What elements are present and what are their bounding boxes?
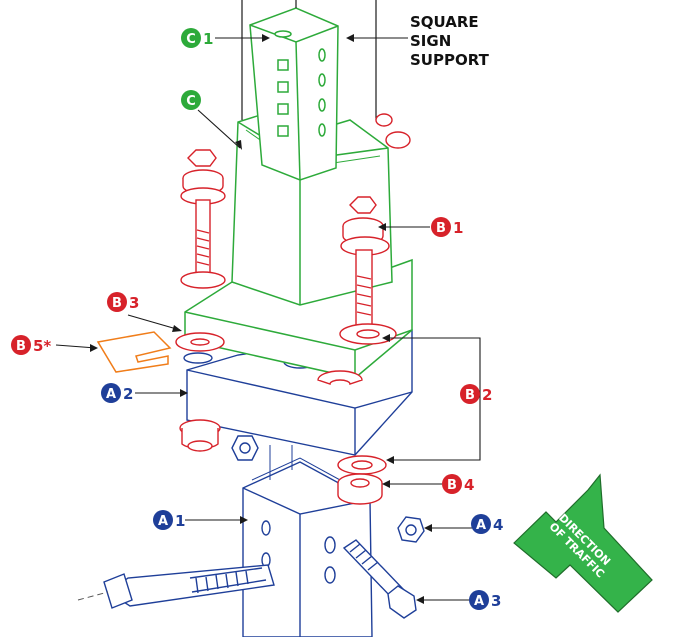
svg-text:A: A (476, 518, 486, 533)
callout-a4: A 4 (471, 514, 503, 534)
callout-b1: B 1 (431, 217, 463, 237)
lower-nut-stack-left (179, 419, 221, 452)
svg-text:B: B (465, 388, 475, 403)
square-sign-support-post (249, 7, 339, 181)
svg-text:C: C (186, 32, 196, 47)
svg-text:3: 3 (129, 294, 139, 312)
b1-bolt-left (180, 149, 226, 289)
svg-text:A: A (106, 387, 116, 402)
title-line-2: SIGN (410, 32, 451, 50)
b4-washer-nut (337, 455, 387, 505)
b1-bolt-right (339, 196, 397, 345)
svg-text:1: 1 (203, 30, 213, 48)
svg-text:B: B (16, 339, 26, 354)
callout-b3: B 3 (107, 292, 139, 312)
a3-bolt-right (342, 539, 417, 619)
title-line-3: SUPPORT (410, 51, 490, 69)
leader-lines (55, 37, 481, 601)
svg-text:C: C (186, 94, 196, 109)
direction-of-traffic-arrow: DIRECTION OF TRAFFIC (513, 473, 653, 613)
b3-slotted-washers (175, 113, 411, 385)
a3-hinge-bolt (103, 564, 275, 609)
a4-hex-nut (231, 435, 425, 543)
svg-text:2: 2 (123, 385, 133, 403)
callout-a2: A 2 (101, 383, 133, 403)
bolt-centerline (77, 591, 109, 601)
callout-a3: A 3 (469, 590, 501, 610)
svg-text:A: A (474, 594, 484, 609)
svg-text:5*: 5* (33, 337, 51, 355)
svg-text:1: 1 (453, 219, 463, 237)
leader-arrowheads (90, 34, 432, 604)
callout-c: C (181, 90, 201, 110)
upper-post-outline (241, 0, 377, 120)
diagram-title: SQUARE SIGN SUPPORT (410, 13, 490, 69)
svg-text:3: 3 (491, 592, 501, 610)
callout-a1: A 1 (153, 510, 185, 530)
svg-text:B: B (436, 221, 446, 236)
svg-text:4: 4 (493, 516, 503, 534)
svg-text:2: 2 (482, 386, 492, 404)
svg-text:B: B (112, 296, 122, 311)
callout-b5: B 5* (11, 335, 51, 355)
b5-shim-plate (96, 331, 172, 373)
callout-b4: B 4 (442, 474, 474, 494)
callout-b2: B 2 (460, 384, 492, 404)
callout-c1: C 1 (181, 28, 213, 48)
svg-text:A: A (158, 514, 168, 529)
svg-text:B: B (447, 478, 457, 493)
svg-text:1: 1 (175, 512, 185, 530)
title-line-1: SQUARE (410, 13, 479, 31)
svg-text:4: 4 (464, 476, 474, 494)
